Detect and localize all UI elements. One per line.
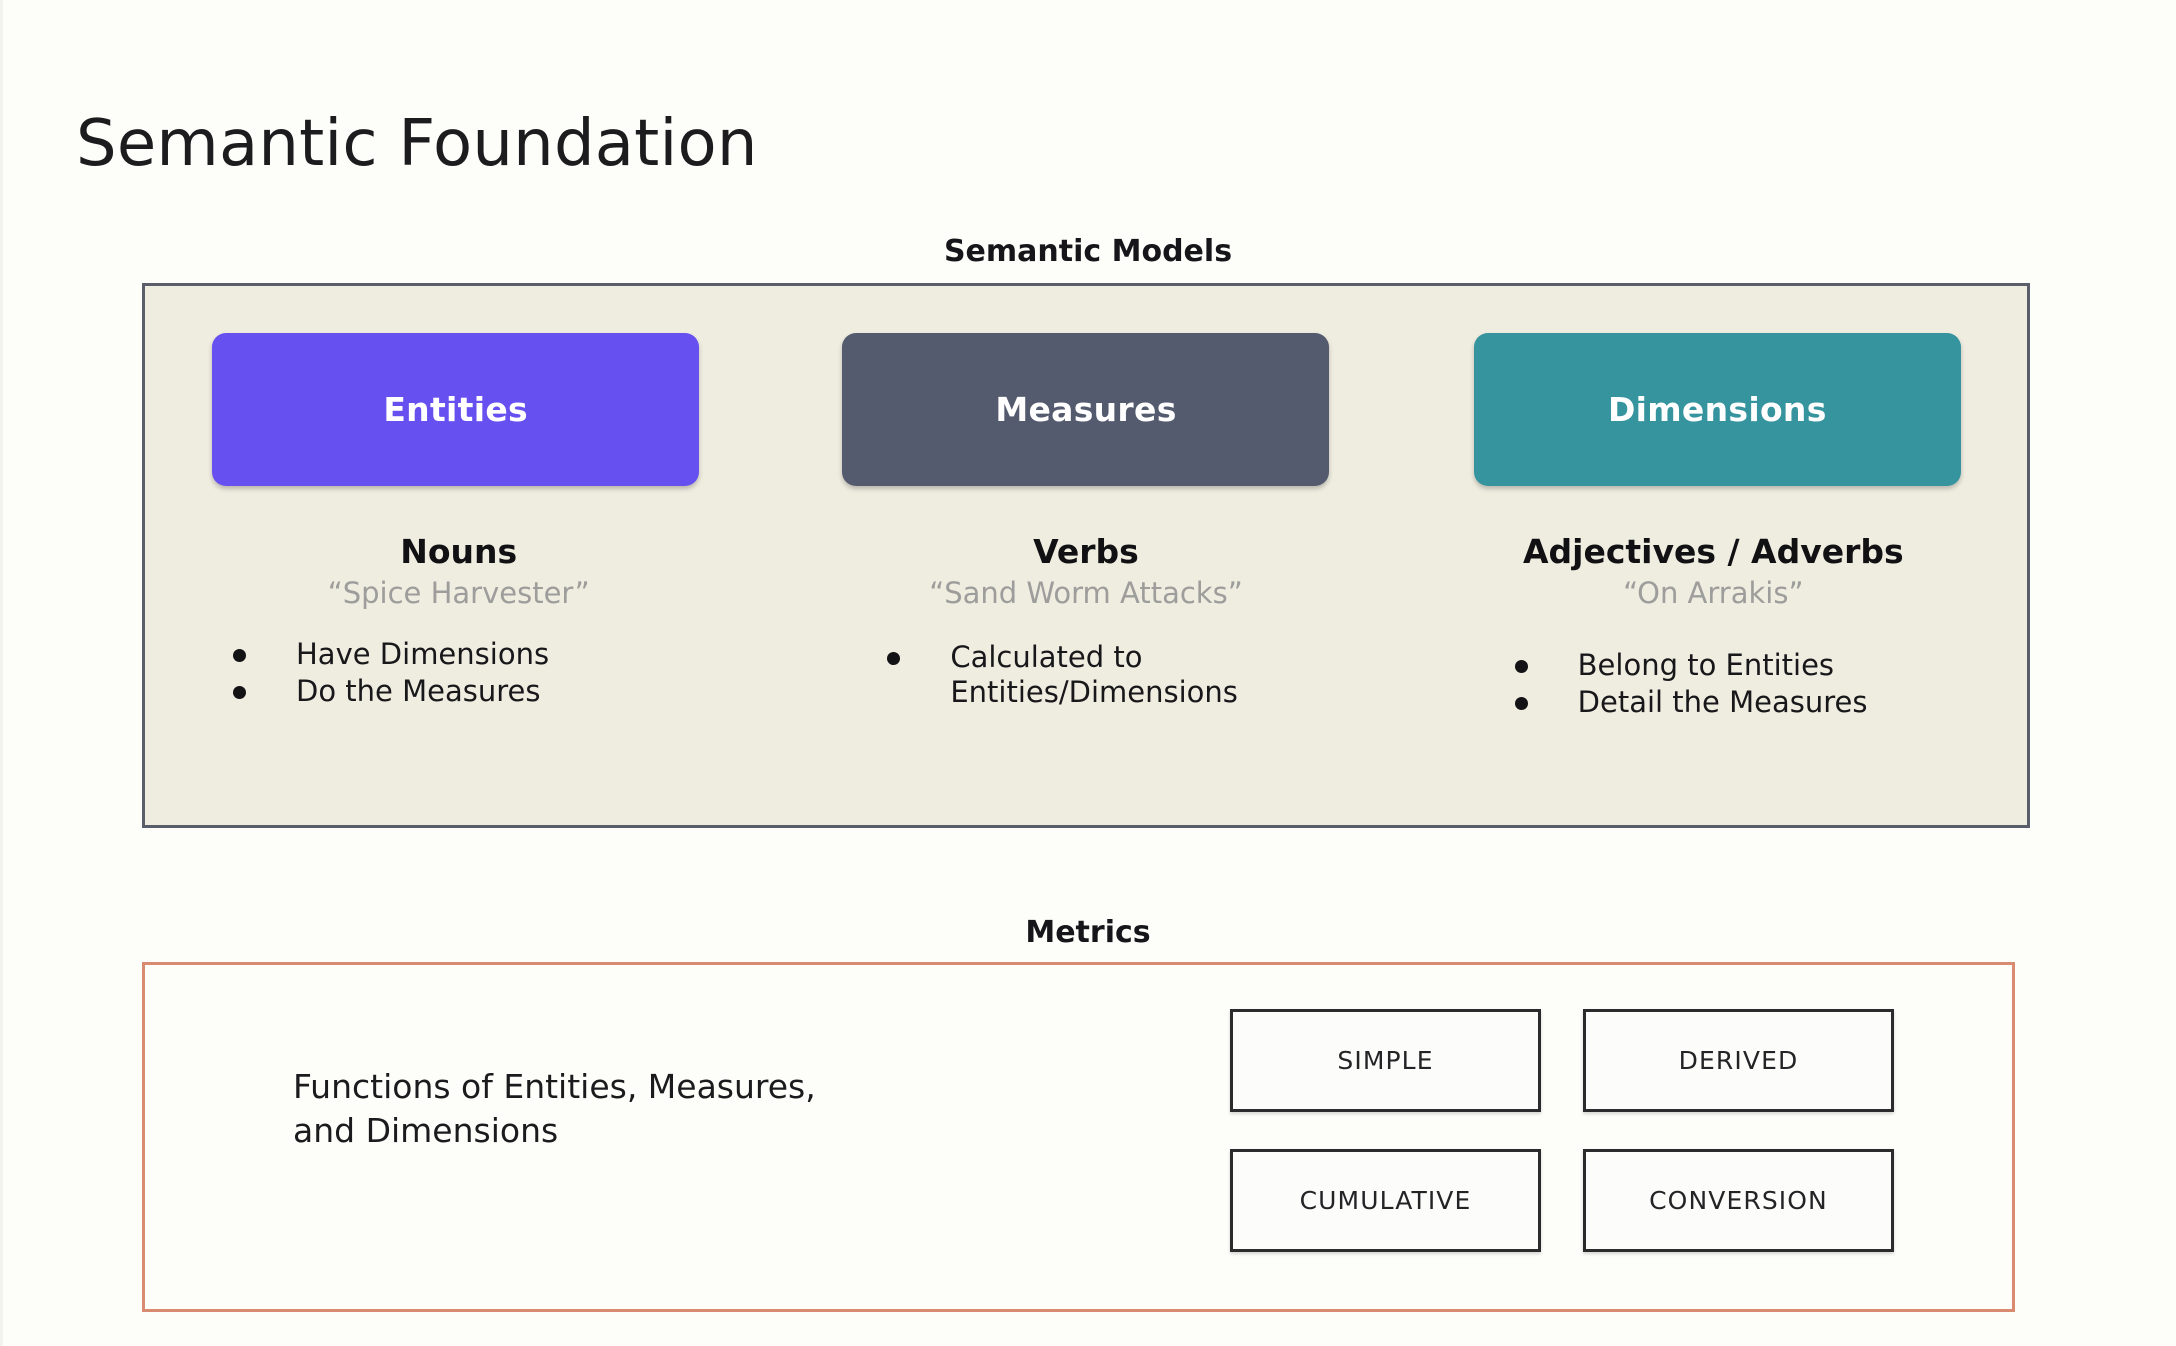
dimensions-chip[interactable]: Dimensions <box>1473 333 1961 486</box>
bullet-dot-icon <box>233 649 246 662</box>
measures-chip[interactable]: Measures <box>842 333 1330 486</box>
measures-bullet-list: Calculated to Entities/Dimensions <box>772 640 1399 713</box>
semantic-models-caption: Semantic Models <box>943 234 1233 269</box>
model-column-measures: Measures Verbs “Sand Worm Attacks” Calcu… <box>772 286 1399 825</box>
metric-type-conversion[interactable]: CONVERSION <box>1583 1149 1894 1252</box>
list-item: Belong to Entities <box>1514 648 1835 683</box>
semantic-models-columns: Entities Nouns “Spice Harvester” Have Di… <box>145 286 2027 825</box>
model-column-dimensions: Dimensions Adjectives / Adverbs “On Arra… <box>1400 286 2027 825</box>
dimensions-example: “On Arrakis” <box>1623 576 1804 610</box>
bullet-dot-icon <box>1514 697 1528 711</box>
list-item: Do the Measures <box>233 674 540 709</box>
metrics-panel: Functions of Entities, Measures, and Dim… <box>142 962 2015 1312</box>
list-item-label: Detail the Measures <box>1577 685 1868 720</box>
entities-example: “Spice Harvester” <box>327 576 590 610</box>
dimensions-part-of-speech: Adjectives / Adverbs <box>1522 532 1904 571</box>
semantic-models-panel: Entities Nouns “Spice Harvester” Have Di… <box>142 283 2030 828</box>
metrics-description: Functions of Entities, Measures, and Dim… <box>293 1067 816 1150</box>
bullet-dot-icon <box>887 652 901 665</box>
list-item-label: Belong to Entities <box>1577 648 1835 682</box>
model-column-entities: Entities Nouns “Spice Harvester” Have Di… <box>145 286 772 825</box>
left-edge-rail <box>0 0 3 1346</box>
list-item: Have Dimensions <box>233 637 549 672</box>
dimensions-bullet-list: Belong to Entities Detail the Measures <box>1400 648 2027 723</box>
metric-type-grid: SIMPLE DERIVED CUMULATIVE CONVERSION <box>1230 1009 1894 1252</box>
bullet-dot-icon <box>233 686 246 700</box>
entities-chip[interactable]: Entities <box>212 333 700 486</box>
entities-part-of-speech: Nouns <box>400 532 518 571</box>
list-item-label: Calculated to Entities/Dimensions <box>950 640 1238 710</box>
bullet-dot-icon <box>1514 660 1528 673</box>
list-item: Detail the Measures <box>1514 685 1868 720</box>
metric-type-derived[interactable]: DERIVED <box>1583 1009 1894 1112</box>
metric-type-simple[interactable]: SIMPLE <box>1230 1009 1541 1112</box>
list-item-label: Have Dimensions <box>296 637 550 671</box>
measures-part-of-speech: Verbs <box>1033 532 1139 571</box>
metrics-caption: Metrics <box>1025 915 1151 950</box>
page-title: Semantic Foundation <box>76 106 758 181</box>
measures-example: “Sand Worm Attacks” <box>929 576 1243 610</box>
list-item: Calculated to Entities/Dimensions <box>887 640 1238 711</box>
metric-type-cumulative[interactable]: CUMULATIVE <box>1230 1149 1541 1252</box>
entities-bullet-list: Have Dimensions Do the Measures <box>145 637 772 712</box>
list-item-label: Do the Measures <box>296 674 541 709</box>
